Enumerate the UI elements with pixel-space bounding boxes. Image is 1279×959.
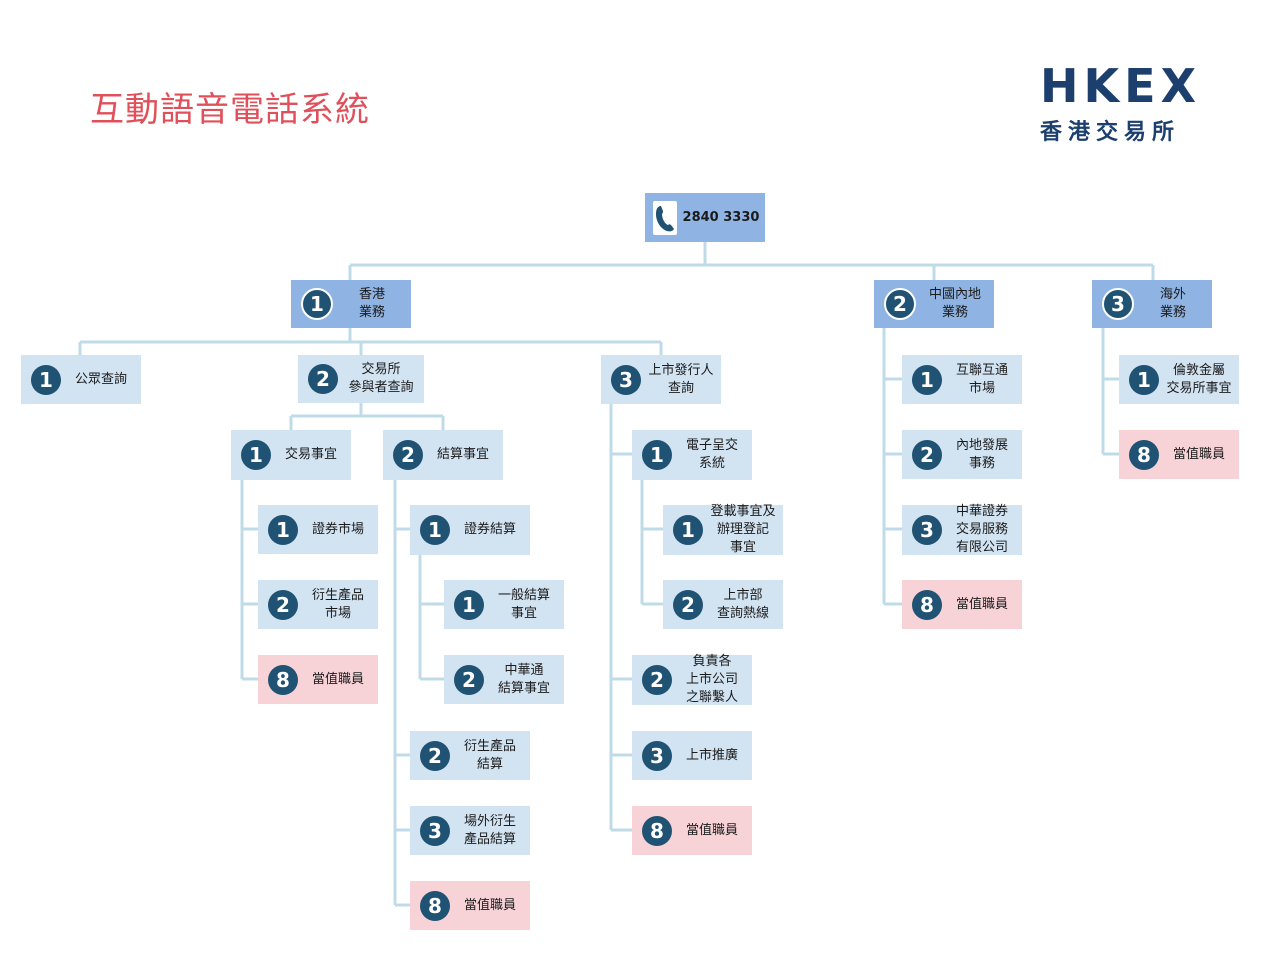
node-trading-duty-staff: 8 當值職員 <box>258 655 378 704</box>
node-securities-market: 1 證券市場 <box>258 505 378 554</box>
option-number: 8 <box>912 589 942 620</box>
option-number: 3 <box>420 815 450 846</box>
logo-wordmark: HKEX <box>1040 59 1202 113</box>
node-hk-business: 1 香港 業務 <box>291 280 411 328</box>
option-number: 1 <box>912 364 942 395</box>
node-derivatives-clearing: 2 衍生產品 結算 <box>410 731 530 780</box>
node-label: 當值職員 <box>685 822 738 838</box>
node-otc-clearing: 3 場外衍生 產品結算 <box>410 806 530 855</box>
node-label: 內地發展 事務 <box>955 437 1008 471</box>
node-esubmission-system: 1 電子呈交 系統 <box>632 430 752 480</box>
node-general-clearing: 1 一般結算 事宜 <box>444 580 564 629</box>
node-publication-registration: 1 登載事宜及 辦理登記 事宜 <box>663 504 783 555</box>
node-label: 倫敦金屬 交易所事宜 <box>1166 362 1232 396</box>
node-clearing-duty-staff: 8 當值職員 <box>410 881 530 930</box>
node-label: 上市部 查詢熱線 <box>716 587 769 621</box>
node-clearing-matters: 2 結算事宜 <box>383 430 503 480</box>
node-label: 一般結算 事宜 <box>497 587 550 621</box>
node-label: 當值職員 <box>1172 446 1225 462</box>
option-number: 8 <box>642 815 672 846</box>
hotline-number: 2840 3330 <box>682 209 760 225</box>
option-number: 2 <box>912 439 942 470</box>
option-number: 2 <box>884 288 916 320</box>
node-label: 當值職員 <box>463 897 516 913</box>
option-number: 1 <box>673 515 703 545</box>
hkex-logo: HKEX 香港交易所 <box>1040 62 1210 146</box>
node-label: 上市發行人 查詢 <box>648 362 714 396</box>
option-number: 1 <box>642 440 672 470</box>
option-number: 1 <box>420 515 450 545</box>
option-number: 3 <box>912 515 942 545</box>
node-label: 中華證券 交易服務 有限公司 <box>955 504 1008 555</box>
option-number: 1 <box>301 288 333 320</box>
node-label: 登載事宜及 辦理登記 事宜 <box>710 504 776 555</box>
node-label: 當值職員 <box>955 596 1008 612</box>
node-mainland-business: 2 中國內地 業務 <box>874 280 994 328</box>
node-label: 海外 業務 <box>1159 287 1186 320</box>
node-cses: 3 中華證券 交易服務 有限公司 <box>902 504 1022 555</box>
node-label: 負責各 上市公司 之聯繫人 <box>685 654 738 705</box>
node-chinaclear-clearing: 2 中華通 結算事宜 <box>444 655 564 704</box>
node-label: 上市推廣 <box>685 747 738 763</box>
phone-icon <box>652 200 677 235</box>
hotline-box: 2840 3330 <box>645 193 765 242</box>
node-label: 當值職員 <box>311 671 364 687</box>
option-number: 2 <box>454 664 484 695</box>
option-number: 1 <box>268 514 298 545</box>
node-trading-matters: 1 交易事宜 <box>231 430 351 480</box>
node-listing-hotline: 2 上市部 查詢熱線 <box>663 580 783 629</box>
node-issuer-enquiry: 3 上市發行人 查詢 <box>601 355 721 404</box>
node-company-liaison: 2 負責各 上市公司 之聯繫人 <box>632 654 752 705</box>
option-number: 8 <box>1129 439 1159 470</box>
node-label: 衍生產品 市場 <box>311 587 364 621</box>
node-label: 電子呈交 系統 <box>685 438 738 471</box>
node-label: 公眾查詢 <box>74 371 127 387</box>
node-label: 證券市場 <box>311 521 364 537</box>
node-overseas-duty-staff: 8 當值職員 <box>1119 430 1239 479</box>
node-label: 衍生產品 結算 <box>463 738 516 772</box>
node-public-enquiry: 1 公眾查詢 <box>21 355 141 404</box>
logo-chinese: 香港交易所 <box>1040 120 1181 145</box>
option-number: 1 <box>31 364 61 395</box>
option-number: 2 <box>642 665 672 695</box>
node-connect-market: 1 互聯互通 市場 <box>902 355 1022 404</box>
option-number: 2 <box>308 364 338 394</box>
node-label: 中華通 結算事宜 <box>497 662 550 696</box>
node-label: 互聯互通 市場 <box>955 362 1008 396</box>
option-number: 1 <box>1129 364 1159 395</box>
option-number: 2 <box>268 589 298 620</box>
option-number: 2 <box>393 440 423 470</box>
option-number: 3 <box>1102 288 1134 320</box>
node-label: 結算事宜 <box>436 447 489 462</box>
node-label: 場外衍生 產品結算 <box>463 813 516 847</box>
node-issuer-duty-staff: 8 當值職員 <box>632 806 752 855</box>
option-number: 3 <box>642 740 672 771</box>
option-number: 1 <box>241 440 271 470</box>
option-number: 2 <box>673 589 703 620</box>
node-mainland-development: 2 內地發展 事務 <box>902 430 1022 479</box>
node-label: 交易所 參與者查詢 <box>348 362 414 395</box>
node-listing-promotion: 3 上市推廣 <box>632 731 752 780</box>
node-derivatives-market: 2 衍生產品 市場 <box>258 580 378 629</box>
node-label: 交易事宜 <box>284 447 337 462</box>
node-label: 證券結算 <box>463 522 516 537</box>
node-label: 中國內地 業務 <box>928 287 981 320</box>
node-participant-enquiry: 2 交易所 參與者查詢 <box>298 355 424 403</box>
node-lme-matters: 1 倫敦金屬 交易所事宜 <box>1119 355 1239 404</box>
option-number: 8 <box>268 664 298 695</box>
option-number: 3 <box>611 364 641 395</box>
option-number: 2 <box>420 740 450 771</box>
node-label: 香港 業務 <box>358 287 385 320</box>
option-number: 1 <box>454 589 484 620</box>
node-securities-clearing: 1 證券結算 <box>410 505 530 555</box>
node-overseas-business: 3 海外 業務 <box>1092 280 1212 328</box>
option-number: 8 <box>420 890 450 921</box>
page-title: 互動語音電話系統 <box>90 90 370 130</box>
node-mainland-duty-staff: 8 當值職員 <box>902 580 1022 629</box>
